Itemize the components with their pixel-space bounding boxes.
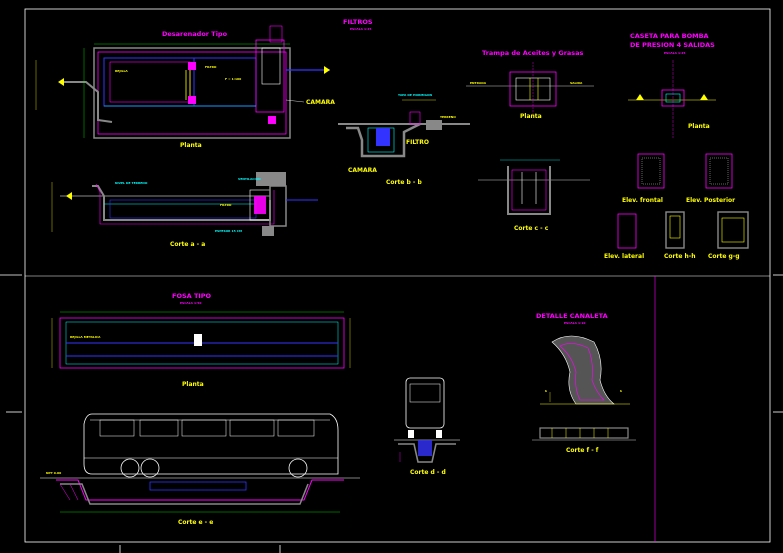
trampa-plan-caption: Planta bbox=[520, 113, 542, 120]
trampa-section: Corte c - c bbox=[478, 159, 590, 232]
desarenador-section-caption: Corte a - a bbox=[170, 241, 205, 248]
fosa-plan: FOSA TIPO ESCALA 1:50 REJILLA METALICA P… bbox=[51, 292, 351, 388]
label-ventilacion: VENTILACION bbox=[238, 177, 261, 181]
detalle-label-h-2: h bbox=[620, 389, 622, 393]
caseta-elev-lateral: Elev. lateral bbox=[604, 253, 644, 260]
caseta-elev-posterior: Elev. Posterior bbox=[686, 197, 735, 204]
caseta-title-2: DE PRESION 4 SALIDAS bbox=[630, 41, 715, 49]
fosa-label-nivel: NPT 0.00 bbox=[46, 471, 61, 475]
caseta-plan-caption: Planta bbox=[688, 123, 710, 130]
fosa-subtitle: ESCALA 1:50 bbox=[180, 301, 201, 305]
trampa-section-caption: Corte c - c bbox=[514, 225, 549, 232]
camara-section: TAPA DE HORMIGON TERRENO FILTRO CAMARA C… bbox=[338, 93, 470, 186]
caseta-drawings: CASETA PARA BOMBA DE PRESION 4 SALIDAS E… bbox=[604, 32, 749, 260]
fosa-label-rejilla: REJILLA METALICA bbox=[70, 335, 101, 339]
drawing-frame bbox=[0, 8, 783, 553]
caseta-elev-frontal: Elev. frontal bbox=[622, 197, 663, 204]
detalle-canaleta: DETALLE CANALETA ESCALA 1:10 h h Corte f… bbox=[532, 312, 636, 454]
detalle-subtitle: ESCALA 1:10 bbox=[564, 321, 585, 325]
detalle-label-h: h bbox=[545, 389, 547, 393]
trampa-title: Trampa de Aceites y Grasas bbox=[482, 49, 584, 57]
fosa-front-section: Corte d - d bbox=[394, 377, 460, 476]
caseta-subtitle: ESCALA 1:25 bbox=[664, 51, 685, 55]
label-nivel: NIVEL DE TERRENO bbox=[115, 181, 148, 185]
fosa-section-caption: Corte e - e bbox=[178, 519, 213, 526]
label-rejilla: REJILLA bbox=[115, 69, 128, 73]
caseta-corte-hh: Corte h-h bbox=[664, 253, 696, 260]
desarenador-plan: FILTROS ESCALA 1:25 Desarenador Tipo FIL… bbox=[35, 18, 373, 149]
label-entrada: ENTRADA bbox=[470, 81, 487, 85]
fosa-title: FOSA TIPO bbox=[172, 292, 212, 300]
label-camara-2: CAMARA bbox=[348, 167, 377, 174]
label-filtro-camara: FILTRO bbox=[406, 139, 429, 146]
label-flujo: F = 1:100 bbox=[225, 77, 241, 81]
filtros-subtitle: ESCALA 1:25 bbox=[350, 27, 371, 31]
caseta-corte-gg: Corte g-g bbox=[708, 253, 740, 260]
label-espesor: ESPESOR 15 CM bbox=[215, 229, 242, 233]
desarenador-plan-caption: Planta bbox=[180, 142, 202, 149]
detalle-title: DETALLE CANALETA bbox=[536, 312, 608, 320]
label-terreno: TERRENO bbox=[440, 115, 456, 119]
desarenador-section: FILTRO NIVEL DE TERRENO ESPESOR 15 CM VE… bbox=[51, 172, 318, 248]
fosa-bus-section: NPT 0.00 Corte e - e bbox=[40, 413, 360, 526]
label-tapa: TAPA DE HORMIGON bbox=[398, 93, 432, 97]
label-salida: SALIDA bbox=[570, 81, 583, 85]
label-camara: CAMARA bbox=[306, 99, 335, 106]
label-filtro: FILTRO bbox=[205, 65, 217, 69]
label-filtro-2: FILTRO bbox=[220, 203, 232, 207]
filtros-title: FILTROS bbox=[343, 18, 373, 26]
trampa-plan: Trampa de Aceites y Grasas ENTRADA SALID… bbox=[466, 49, 594, 120]
fosa-plan-caption: Planta bbox=[182, 381, 204, 388]
desarenador-title: Desarenador Tipo bbox=[162, 30, 228, 38]
detalle-section-caption: Corte f - f bbox=[566, 447, 599, 454]
fosa-front-caption: Corte d - d bbox=[410, 469, 446, 476]
caseta-title-1: CASETA PARA BOMBA bbox=[630, 32, 709, 40]
camara-section-caption: Corte b - b bbox=[386, 179, 422, 186]
